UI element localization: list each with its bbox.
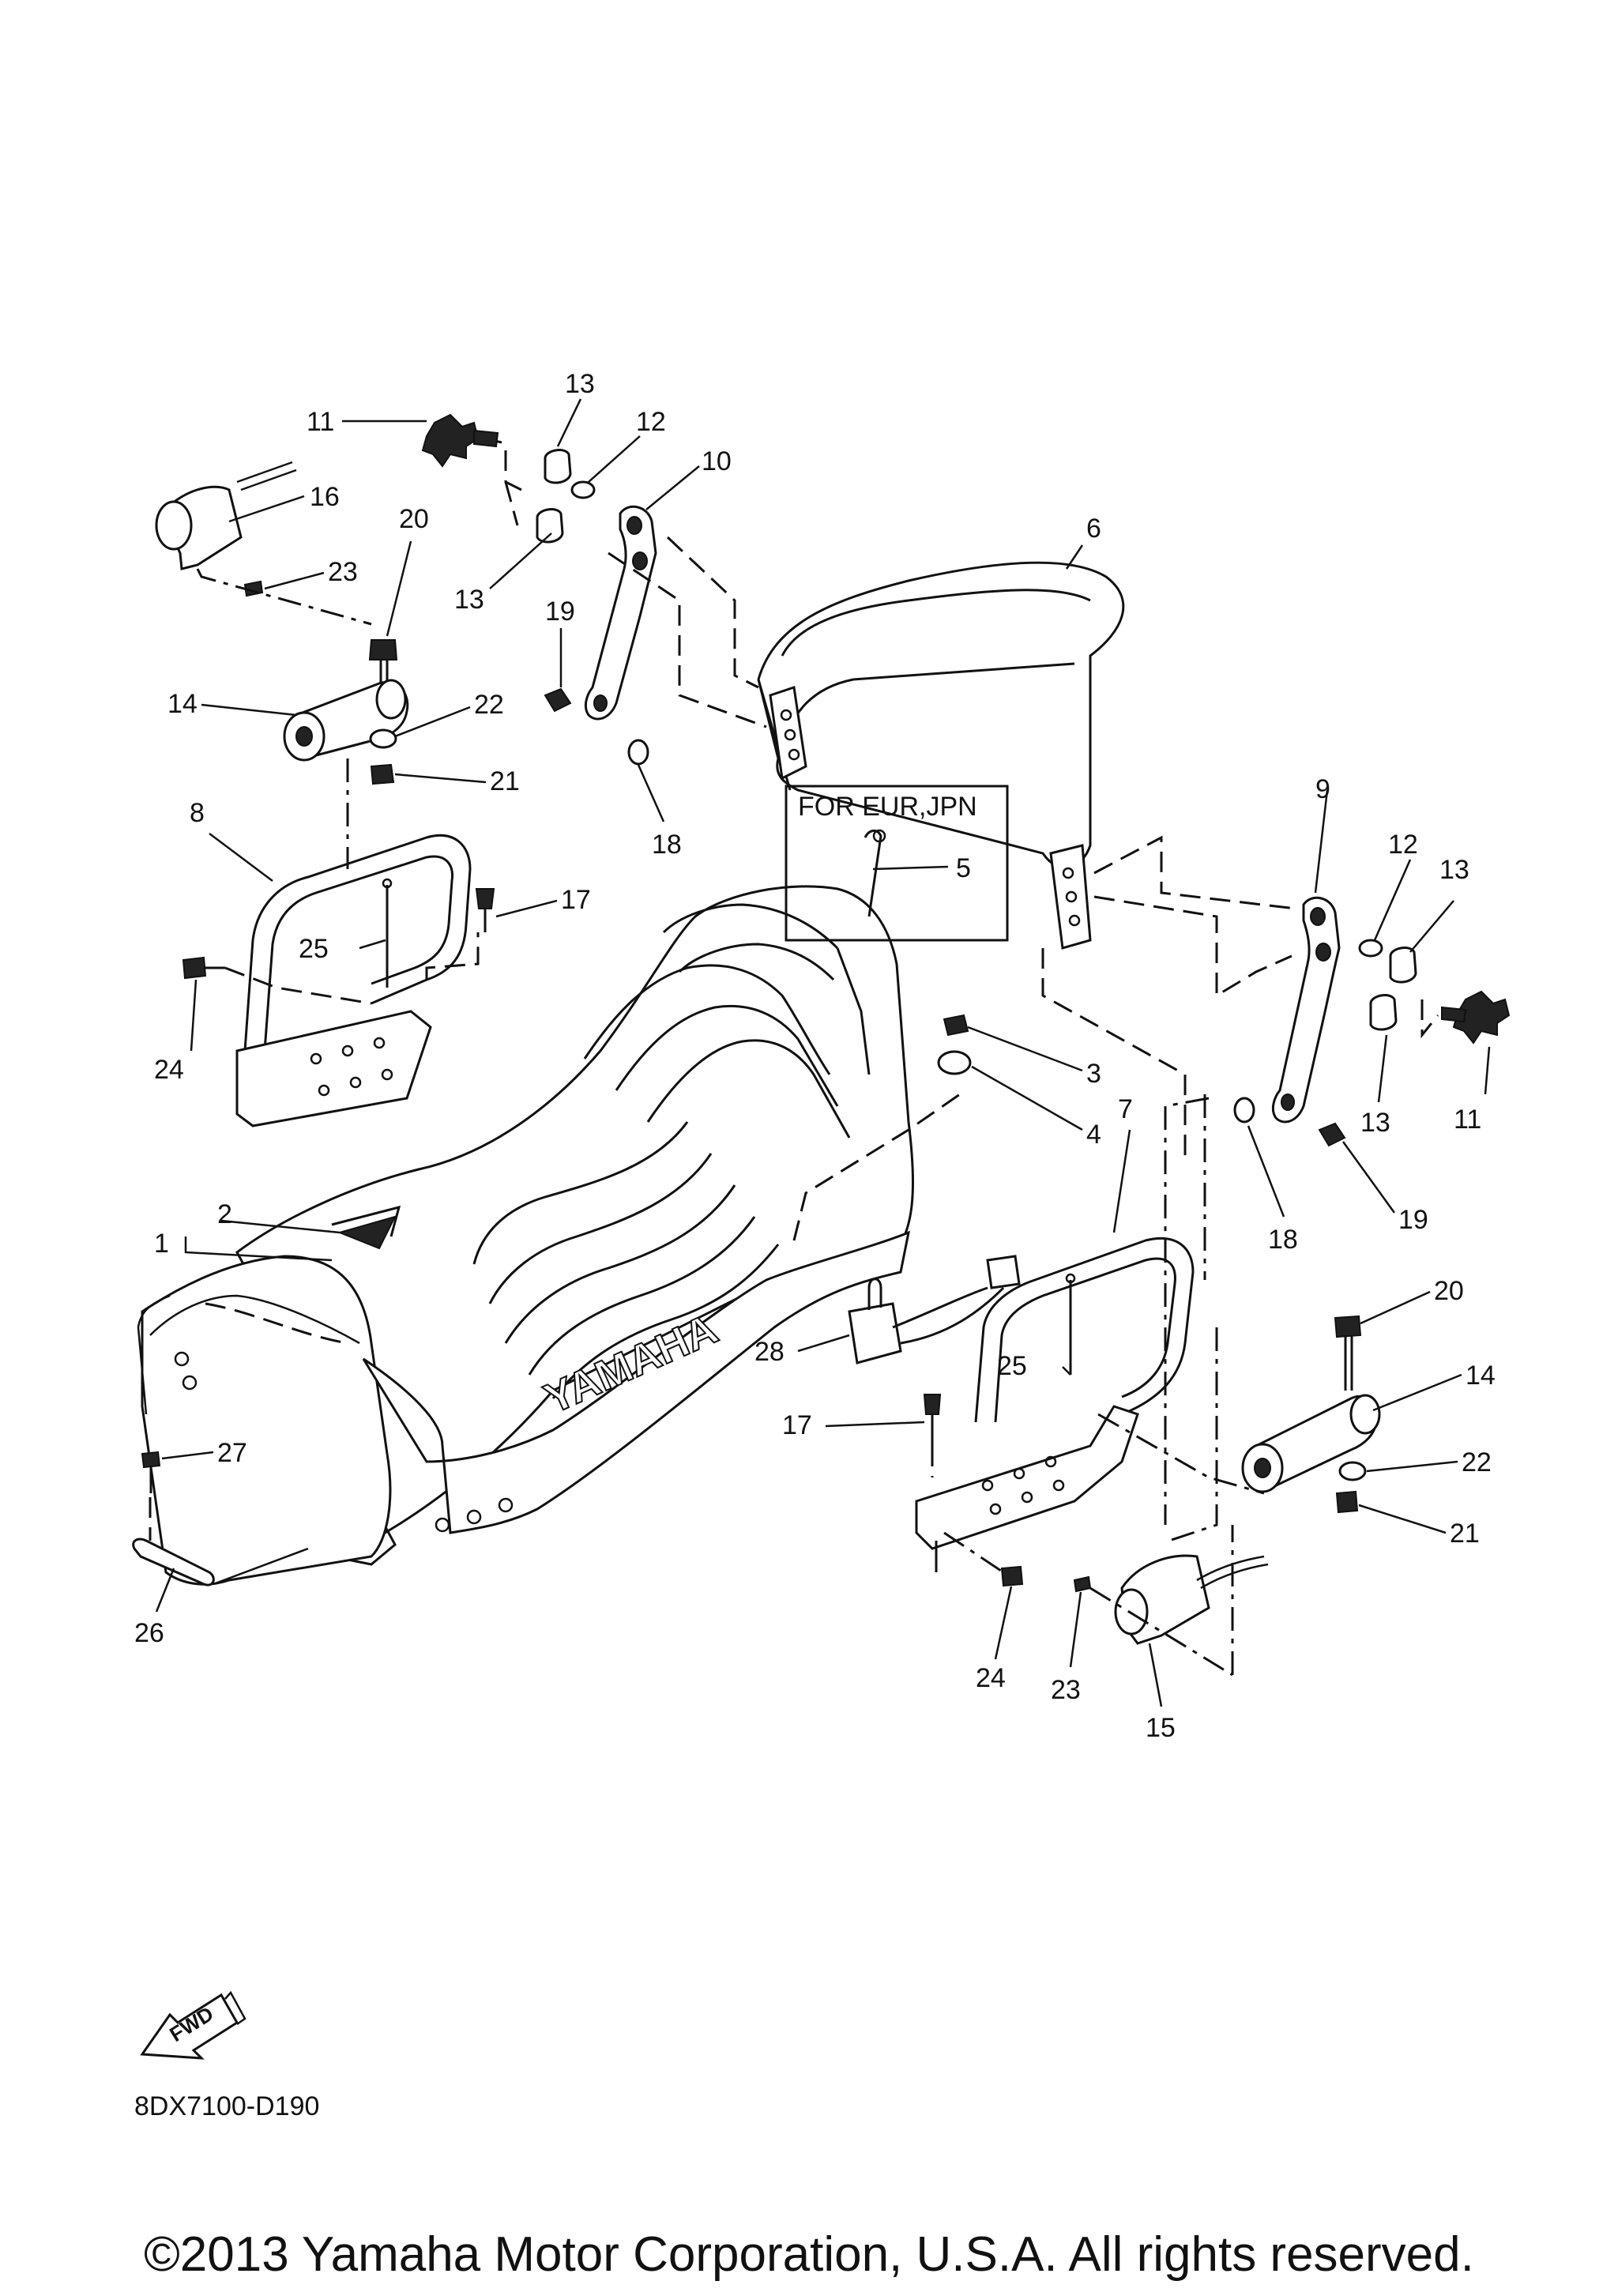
leader-lines xyxy=(155,398,1491,1707)
callout-20-right: 20 xyxy=(1434,1276,1464,1306)
callout-14-right: 14 xyxy=(1466,1361,1496,1391)
callout-4: 4 xyxy=(1086,1120,1101,1150)
callout-8: 8 xyxy=(190,798,205,828)
callout-12-right: 12 xyxy=(1388,830,1418,860)
callout-13-left-top: 13 xyxy=(565,369,595,399)
callout-25-right: 25 xyxy=(997,1351,1027,1381)
callout-18-left: 18 xyxy=(652,830,682,860)
right-backrest-arm xyxy=(1041,835,1511,1525)
small-fasteners xyxy=(132,888,972,1586)
eur-jpn-label: FOR EUR,JPN xyxy=(798,792,977,822)
callout-18-right: 18 xyxy=(1268,1225,1298,1255)
callout-21-left: 21 xyxy=(490,766,520,796)
callout-19-right: 19 xyxy=(1398,1205,1428,1235)
callout-2: 2 xyxy=(217,1199,232,1229)
left-grab-rail xyxy=(235,834,472,1127)
callout-14-left: 14 xyxy=(167,689,198,719)
callout-11-right: 11 xyxy=(1454,1105,1481,1135)
forward-arrow: FWD xyxy=(140,1990,246,2060)
callout-12-left: 12 xyxy=(636,407,666,437)
callout-13-left-bottom: 13 xyxy=(454,585,484,615)
drawing-code: 8DX7100-D190 xyxy=(134,2091,319,2121)
callout-16: 16 xyxy=(310,482,340,512)
seat-assembly: YAMAHA xyxy=(137,885,961,1586)
callout-9: 9 xyxy=(1315,774,1330,804)
callout-10: 10 xyxy=(702,446,732,476)
callout-17-right: 17 xyxy=(782,1410,812,1440)
callout-1: 1 xyxy=(154,1229,169,1259)
callout-27: 27 xyxy=(217,1438,247,1468)
callout-7: 7 xyxy=(1118,1094,1133,1124)
callout-19-left: 19 xyxy=(545,597,575,627)
callout-15: 15 xyxy=(1146,1713,1176,1743)
callout-23-right: 23 xyxy=(1051,1675,1081,1705)
left-pivot-assembly xyxy=(155,461,409,869)
callout-24-left: 24 xyxy=(154,1055,184,1085)
callout-3: 3 xyxy=(1086,1059,1101,1089)
callout-13-right-top: 13 xyxy=(1439,855,1469,885)
callout-21-right: 21 xyxy=(1450,1519,1480,1549)
right-pivot-assembly xyxy=(943,1315,1381,1677)
callout-6: 6 xyxy=(1086,514,1101,544)
callout-13-right-bottom: 13 xyxy=(1360,1108,1390,1138)
copyright-notice: ©2013 Yamaha Motor Corporation, U.S.A. A… xyxy=(144,2227,1474,2282)
callout-23-left: 23 xyxy=(328,557,358,587)
callout-28: 28 xyxy=(754,1337,785,1367)
callout-26: 26 xyxy=(134,1618,164,1648)
left-backrest-arm xyxy=(421,413,767,766)
callout-22-right: 22 xyxy=(1462,1447,1492,1477)
callout-labels: 1 2 3 4 5 6 7 8 9 10 11 11 12 12 13 13 1… xyxy=(134,369,1496,1743)
callout-22-left: 22 xyxy=(474,690,504,720)
right-grab-rail xyxy=(848,1236,1195,1572)
callout-20-left: 20 xyxy=(399,504,429,534)
callout-25-left: 25 xyxy=(299,934,329,964)
callout-24-right: 24 xyxy=(976,1663,1006,1693)
backrest xyxy=(757,561,1125,950)
callout-17-left: 17 xyxy=(561,885,591,915)
eur-jpn-box: FOR EUR,JPN xyxy=(785,785,1009,942)
callout-5: 5 xyxy=(956,853,971,883)
callout-11-left: 11 xyxy=(307,407,334,437)
